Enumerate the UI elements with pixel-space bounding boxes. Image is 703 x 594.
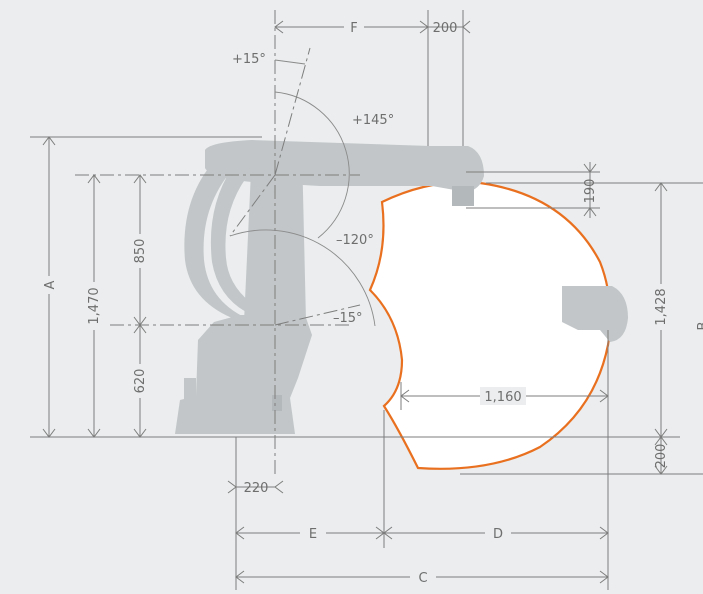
angle-line-minus15: [274, 304, 361, 326]
label-E: E: [309, 527, 317, 542]
label-D: D: [493, 527, 503, 542]
label-plus15: +15°: [232, 52, 266, 67]
label-220: 220: [244, 481, 269, 496]
label-plus145: +145°: [352, 113, 394, 128]
label-620: 620: [133, 369, 148, 394]
label-190: 190: [583, 179, 598, 204]
label-F: F: [350, 21, 357, 36]
label-1428: 1,428: [654, 288, 669, 325]
angle-line-plus15: [274, 47, 311, 176]
label-C: C: [418, 571, 427, 586]
label-850: 850: [133, 239, 148, 264]
label-1470: 1,470: [87, 287, 102, 324]
label-B: B: [696, 322, 703, 331]
label-A: A: [43, 280, 58, 289]
arc-minus120: [229, 229, 376, 327]
arc-plus15-line: [274, 59, 306, 65]
label-bottom-200: 200: [654, 444, 669, 469]
work-envelope: [368, 181, 612, 470]
label-1160: 1,160: [484, 390, 521, 405]
label-minus15: –15°: [333, 311, 363, 326]
arc-plus145: [274, 91, 350, 239]
label-minus120: –120°: [336, 233, 374, 248]
label-top-200: 200: [433, 21, 458, 36]
angle-line-minus120: [229, 174, 276, 237]
